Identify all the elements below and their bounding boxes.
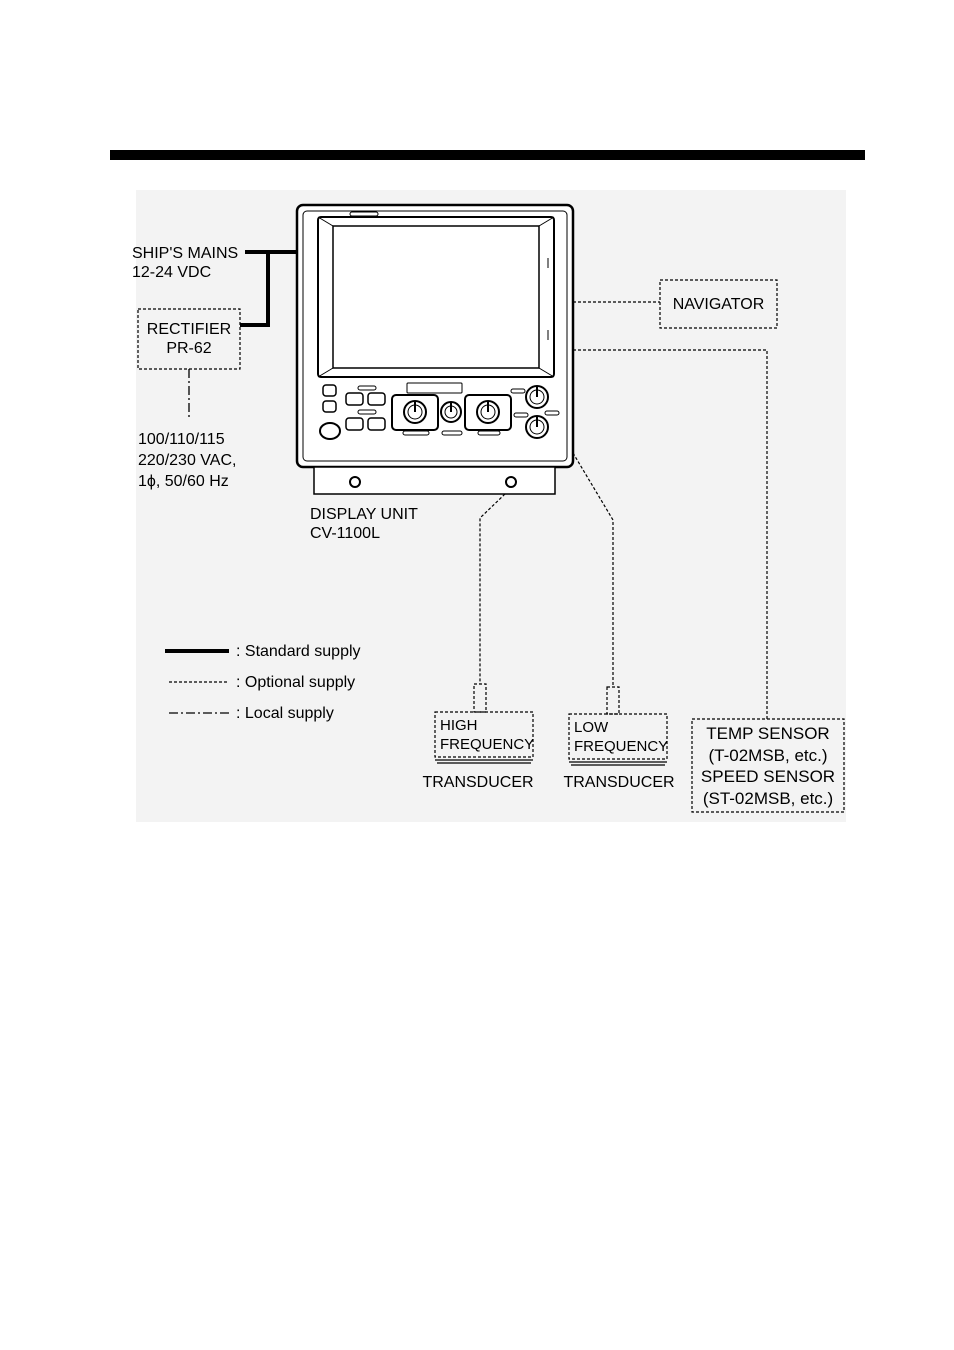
- high-frequency-label: HIGH FREQUENCY: [440, 716, 534, 754]
- low-frequency-label: LOW FREQUENCY: [574, 718, 668, 756]
- ac-supply-label: 100/110/115 220/230 VAC, 1ϕ, 50/60 Hz: [138, 429, 236, 492]
- legend-local-label: : Local supply: [236, 704, 334, 723]
- standard-supply-lines: [240, 252, 297, 325]
- rectifier-label: RECTIFIER PR-62: [138, 320, 240, 358]
- legend-standard-label: : Standard supply: [236, 642, 361, 661]
- high-frequency-caption: TRANSDUCER: [414, 773, 542, 792]
- legend-lines: [165, 651, 229, 713]
- legend-optional-label: : Optional supply: [236, 673, 355, 692]
- display-unit-label: DISPLAY UNIT CV-1100L: [310, 505, 418, 543]
- ships-mains-label: SHIP'S MAINS 12-24 VDC: [132, 244, 238, 282]
- low-frequency-caption: TRANSDUCER: [555, 773, 683, 792]
- navigator-label: NAVIGATOR: [660, 295, 777, 314]
- sensor-label: TEMP SENSOR (T-02MSB, etc.) SPEED SENSOR…: [692, 723, 844, 809]
- display-unit-drawing: [297, 205, 573, 494]
